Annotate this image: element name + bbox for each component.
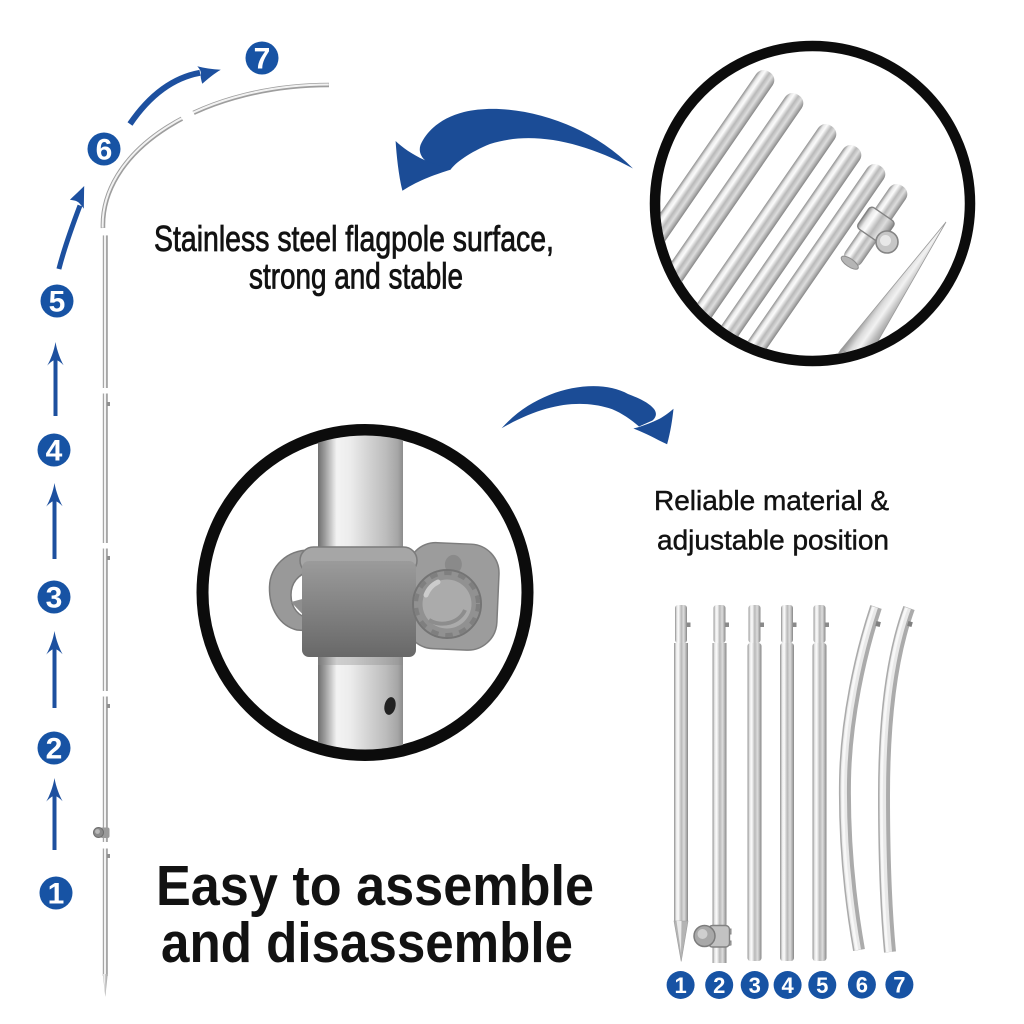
svg-text:1: 1 bbox=[48, 878, 65, 911]
svg-text:4: 4 bbox=[46, 435, 63, 468]
svg-text:strong and stable: strong and stable bbox=[249, 256, 463, 296]
svg-text:Easy to assemble: Easy to assemble bbox=[156, 854, 594, 918]
svg-text:7: 7 bbox=[893, 973, 905, 998]
svg-text:2: 2 bbox=[46, 733, 63, 766]
svg-text:and disassemble: and disassemble bbox=[161, 911, 573, 974]
svg-text:6: 6 bbox=[856, 973, 868, 998]
svg-text:5: 5 bbox=[816, 973, 828, 998]
svg-text:adjustable position: adjustable position bbox=[657, 525, 889, 556]
svg-text:Stainless steel flagpole surfa: Stainless steel flagpole surface, bbox=[154, 219, 554, 259]
svg-text:4: 4 bbox=[781, 973, 794, 998]
svg-text:3: 3 bbox=[46, 582, 63, 615]
svg-text:6: 6 bbox=[96, 134, 113, 167]
svg-text:3: 3 bbox=[749, 973, 761, 998]
svg-text:Reliable material &: Reliable material & bbox=[654, 485, 889, 516]
svg-text:2: 2 bbox=[713, 973, 725, 998]
svg-text:5: 5 bbox=[49, 286, 66, 319]
svg-text:1: 1 bbox=[674, 973, 686, 998]
svg-text:7: 7 bbox=[254, 43, 271, 76]
